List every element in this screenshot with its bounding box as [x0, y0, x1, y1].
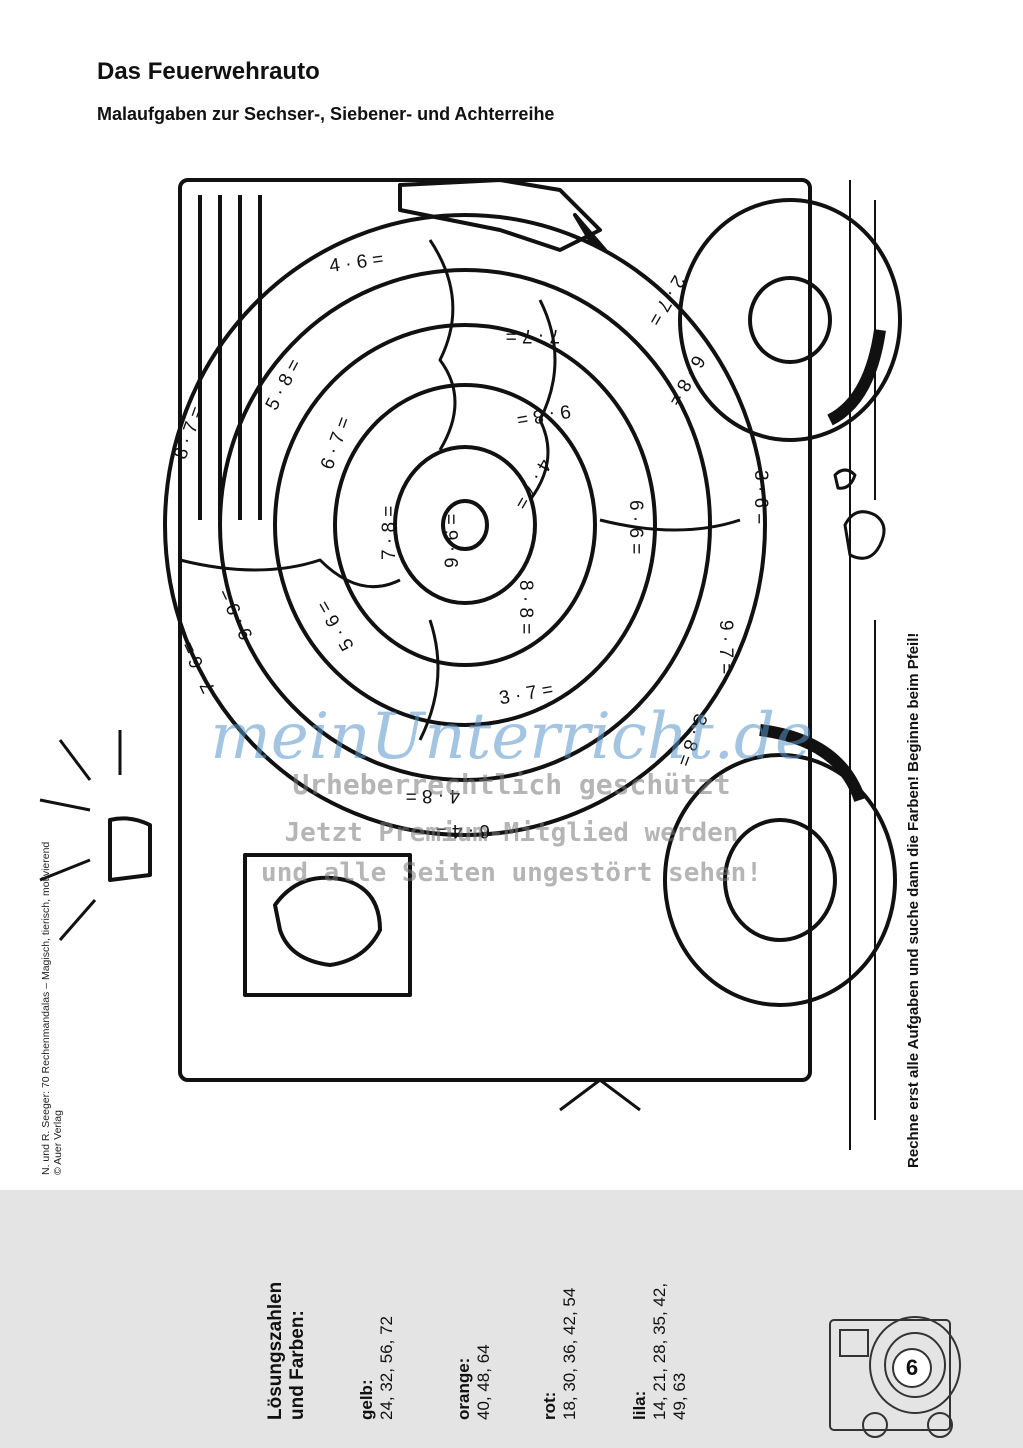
solution-group-gelb: gelb: 24, 32, 56, 72: [357, 1316, 397, 1420]
page-subtitle: Malaufgaben zur Sechser-, Siebener- und …: [97, 104, 555, 124]
values-lila: 14, 21, 28, 35, 42,: [650, 1282, 669, 1420]
task-label: 9 · 6 =: [442, 514, 463, 568]
watermark-logo: meinUnterricht.de: [210, 700, 813, 774]
credit-line-1: N. und R. Seeger: 70 Rechenmandalas – Ma…: [40, 841, 52, 1175]
front-wheel: [663, 753, 897, 1007]
page-title: Das Feuerwehrauto: [97, 58, 320, 85]
color-name-gelb: gelb:: [357, 1379, 376, 1420]
task-label: 6 · 6 =: [625, 500, 646, 554]
task-label: 6 · 8 =: [663, 352, 708, 410]
task-label: 5 · 8 =: [262, 356, 306, 414]
values-lila-2: 49, 63: [670, 1372, 689, 1420]
task-label: 5 · 6 =: [313, 597, 358, 655]
rear-wheel: [678, 198, 902, 442]
instruction-text: Rechne erst alle Aufgaben und suche dann…: [905, 632, 922, 1168]
solution-group-rot: rot: 18, 30, 36, 42, 54: [540, 1288, 580, 1420]
task-label: 9 · 9 =: [215, 585, 257, 643]
task-label: 7 · 6 =: [178, 638, 220, 696]
task-label: 9 · 8 =: [515, 400, 572, 430]
solutions-heading-line1: Lösungszahlen: [265, 1281, 286, 1420]
watermark-line-1: Urheberrechtlich geschützt: [292, 768, 731, 801]
task-label: 3 · 6 =: [750, 470, 771, 524]
values-orange: 40, 48, 64: [474, 1344, 493, 1420]
task-label: 8 · 7 =: [170, 404, 208, 462]
page-number: 6: [892, 1348, 932, 1388]
cab-window: [243, 853, 412, 997]
solutions-heading: Lösungszahlen und Farben:: [265, 1282, 309, 1420]
task-label: 4 · 8 =: [406, 785, 460, 806]
task-label: 6 · 4 =: [436, 820, 490, 841]
publisher-credit: N. und R. Seeger: 70 Rechenmandalas – Ma…: [40, 842, 64, 1175]
credit-line-2: © Auer Verlag: [52, 1110, 64, 1175]
task-label: 7 · 8 =: [379, 506, 400, 560]
solution-group-lila: lila: 14, 21, 28, 35, 42, 49, 63: [630, 1283, 690, 1420]
siren-light: [108, 816, 152, 882]
task-label: 7 · 7 =: [506, 325, 560, 346]
fire-truck-mandala-illustration: 4 · 6 = 2 · 7 = 7 · 7 = 6 · 8 = 3 · 6 = …: [39, 178, 902, 1150]
task-label: 8 · 8 =: [515, 580, 536, 634]
watermark-line-3: und alle Seiten ungestört sehen!: [261, 858, 762, 888]
task-label: 9 · 7 =: [715, 620, 736, 674]
solutions-heading-line2: und Farben:: [287, 1310, 308, 1420]
solution-group-orange: orange: 40, 48, 64: [454, 1344, 494, 1420]
color-name-orange: orange:: [454, 1357, 473, 1420]
watermark-line-2: Jetzt Premium-Mitglied werden: [284, 818, 739, 848]
color-name-lila: lila:: [630, 1390, 649, 1420]
task-label: 4 · 7 =: [510, 455, 555, 513]
thumbnail-illustration: [829, 1316, 961, 1438]
values-rot: 18, 30, 36, 42, 54: [560, 1287, 579, 1420]
values-gelb: 24, 32, 56, 72: [377, 1316, 396, 1420]
color-name-rot: rot:: [540, 1391, 559, 1420]
task-label: 4 · 6 =: [328, 249, 385, 277]
